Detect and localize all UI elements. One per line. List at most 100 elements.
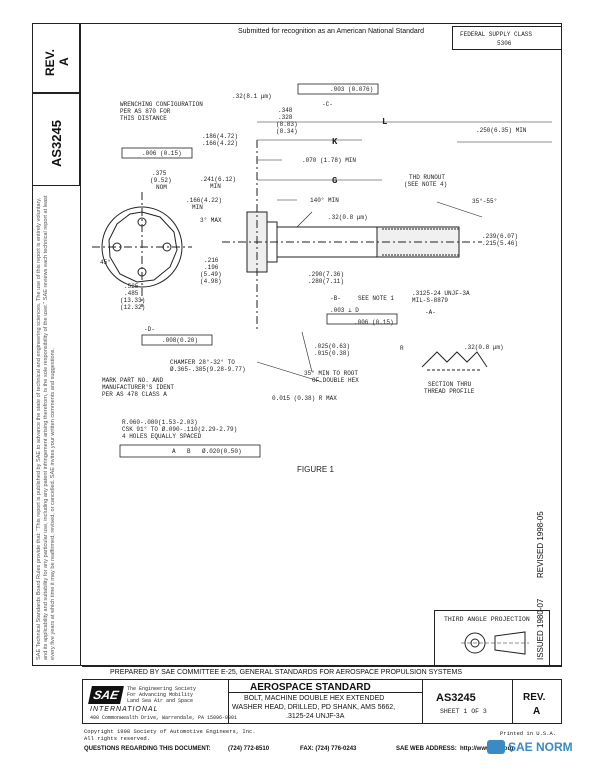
label-mil: MIL-S-8879 [412, 297, 448, 304]
label-csk: CSK 91° TO Ø.090-.110(2.29-2.79) [122, 426, 237, 433]
label-008: .008(0.20) [162, 337, 198, 344]
title-divider-3 [512, 679, 513, 724]
label-section-thru: SECTION THRU [428, 381, 472, 388]
label-chamfer: CHAMFER 28°-32° TO [170, 359, 235, 366]
label-min-2: MIN [192, 204, 203, 211]
fax-number: FAX: (724) 776-0243 [300, 746, 357, 752]
label-140: 140° MIN [310, 197, 339, 204]
label-45: 45° [100, 259, 111, 266]
label-g: G [332, 176, 337, 186]
federal-supply-box [452, 26, 562, 50]
label-1333: (13.33) [120, 297, 145, 304]
label-finish-3: .32(0.8 μm) [464, 344, 504, 351]
label-datum-b: -B- [330, 295, 341, 302]
title-doc-number: AS3245 [436, 692, 476, 704]
label-mark-part: MARK PART NO. AND [102, 377, 164, 384]
label-006-box: .006 (0.15) [142, 150, 182, 157]
title-rev-value: A [533, 706, 541, 717]
label-k: K [332, 137, 338, 147]
title-divider-2 [422, 679, 423, 724]
technical-drawing: WRENCHING CONFIGURATION PER AS 870 FOR T… [92, 83, 552, 474]
label-241: .241(6.12) [200, 176, 236, 183]
label-finish-top: .32(8.1 μm) [232, 93, 272, 100]
label-549: (5.49) [200, 271, 222, 278]
label-thread: .3125-24 UNJF-3A [412, 290, 470, 297]
questions-label: QUESTIONS REGARDING THIS DOCUMENT: [84, 746, 211, 752]
federal-supply-number: 5306 [497, 40, 512, 47]
label-r: R [400, 345, 404, 352]
outer-frame [32, 23, 562, 666]
label-perp-tol: .003 (0.076) [330, 86, 373, 93]
description-line3: .3125-24 UNJF-3A [286, 713, 345, 720]
label-328: .328 [278, 114, 293, 121]
label-datum-c: -C- [322, 101, 333, 108]
left-rev-label: REV. [43, 49, 57, 76]
label-wrenching-1: WRENCHING CONFIGURATION [120, 101, 203, 108]
label-498: (4.98) [200, 278, 222, 285]
label-double-hex: OF DOUBLE HEX [312, 377, 359, 384]
label-375: .375 [152, 170, 167, 177]
label-thd-runout: THD RUNOUT [409, 174, 445, 181]
label-4holes: 4 HOLES EQUALLY SPACED [122, 433, 202, 440]
sae-norm-watermark: SAE NORM [487, 740, 573, 754]
label-196: .196 [204, 264, 219, 271]
left-rev-value: A [57, 57, 71, 66]
third-angle-label: THIRD ANGLE PROJECTION [444, 616, 530, 623]
left-rev-box [32, 23, 80, 93]
label-525: .525 [124, 283, 139, 290]
label-003-d: .003 ⊥ D [330, 307, 359, 314]
feature-control-frames [119, 83, 398, 458]
label-250: .250(6.35) MIN [476, 127, 527, 134]
left-doc-number: AS3245 [49, 120, 64, 167]
disclaimer-text: SAE Technical Standards Board Rules prov… [36, 195, 56, 660]
label-datum-a: -A- [425, 309, 436, 316]
society-line3: Land Sea Air and Space [127, 698, 194, 704]
label-952: (9.52) [150, 177, 172, 184]
federal-supply-label: FEDERAL SUPPLY CLASS [460, 31, 533, 38]
label-239: .239(6.07) [482, 233, 518, 240]
web-address[interactable]: http://www.sae.org [460, 746, 513, 752]
label-025: .025(0.63) [314, 343, 350, 350]
label-see-note4: (SEE NOTE 4) [404, 181, 447, 188]
label-r060: R.060-.080(1.53-2.03) [122, 419, 198, 426]
submitted-note: Submitted for recognition as an American… [238, 28, 424, 35]
label-finish-2: .32(0.8 μm) [328, 214, 368, 221]
left-column-divider [80, 23, 81, 666]
label-070: .070 (1.78) MIN [302, 157, 356, 164]
label-166: .166(4.22) [202, 140, 238, 147]
label-chamfer-dia: Ø.365-.385(9.28-9.77) [170, 366, 246, 373]
label-min-1: MIN [210, 183, 221, 190]
standard-title-underline [228, 692, 422, 693]
figure-caption: FIGURE 1 [297, 465, 334, 474]
label-3deg: 3° MAX [200, 217, 222, 224]
label-l: L [382, 117, 387, 127]
society-line1: The Engineering Society [127, 686, 197, 692]
label-186: .186(4.72) [202, 133, 238, 140]
label-see-note1: SEE NOTE 1 [358, 295, 394, 302]
sae-address: 400 Commonwealth Drive, Warrendale, PA 1… [90, 715, 238, 721]
label-b-ref: B [187, 448, 191, 455]
watermark-icon [487, 740, 505, 754]
label-as478: PER AS 478 CLASS A [102, 391, 167, 398]
label-006-2: .006 (0.15) [354, 319, 394, 326]
label-883: (8.83) [276, 121, 298, 128]
thread-profile-section [421, 351, 488, 371]
revised-date: REVISED 1998-05 [536, 511, 545, 578]
label-a-ref: A [172, 448, 176, 455]
rights-reserved: All rights reserved. [84, 735, 151, 742]
label-020: Ø.020(0.50) [202, 448, 242, 455]
bolt-side-view [222, 140, 482, 332]
label-wrenching-2: PER AS 870 FOR [120, 108, 171, 115]
title-block-top-line [82, 666, 562, 667]
label-348: .348 [278, 107, 293, 114]
label-485: .485 [124, 290, 139, 297]
label-35-root: 35° MIN TO ROOT [304, 370, 358, 377]
title-divider-1 [228, 679, 229, 724]
prepared-by: PREPARED BY SAE COMMITTEE E-25, GENERAL … [110, 669, 463, 676]
title-block [82, 679, 562, 724]
label-wrenching-3: THIS DISTANCE [120, 115, 167, 122]
label-mfr-ident: MANUFACTURER'S IDENT [102, 384, 174, 391]
printed-in: Printed in U.S.A. [500, 730, 557, 737]
label-015: .015(0.38) [314, 350, 350, 357]
label-216: .216 [204, 257, 219, 264]
